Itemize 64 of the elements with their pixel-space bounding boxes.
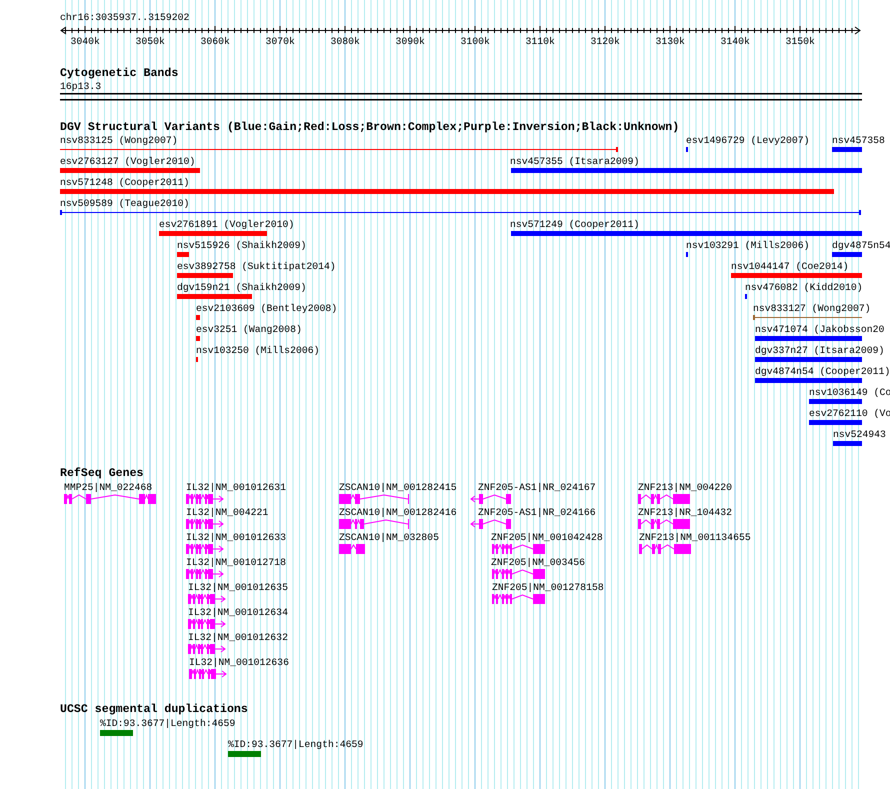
tick-label: 3090k <box>396 36 425 47</box>
tick-label: 3110k <box>526 36 555 47</box>
track-heading: UCSC segmental duplications <box>60 704 248 716</box>
track-heading: Cytogenetic Bands <box>60 68 178 80</box>
feature-label: nsv515926 (Shaikh2009) <box>177 240 306 251</box>
feature-label: %ID:93.3677|Length:4659 <box>228 739 364 750</box>
feature-label: dgv4875n54 <box>832 240 890 251</box>
feature-label: esv3892758 (Suktitipat2014) <box>177 261 336 272</box>
feature-label: esv1496729 (Levy2007) <box>686 135 810 146</box>
feature-label: nsv509589 (Teague2010) <box>60 198 190 209</box>
track-heading: RefSeq Genes <box>60 468 144 480</box>
feature-label: MMP25|NM_022468 <box>64 482 152 493</box>
feature-label: ZSCAN10|NM_001282416 <box>339 507 457 518</box>
feature-label: nsv524943 <box>833 429 886 440</box>
feature-label: IL32|NM_001012635 <box>188 582 288 593</box>
tick-label: 3080k <box>330 36 360 47</box>
tick-label: 3100k <box>460 36 490 47</box>
feature-label: dgv159n21 (Shaikh2009) <box>177 282 306 293</box>
tick-label: 3130k <box>656 36 685 47</box>
feature-label: nsv457355 (Itsara2009) <box>510 156 640 167</box>
feature-label: nsv833127 (Wong2007) <box>753 303 871 314</box>
feature-label: ZNF205-AS1|NR_024167 <box>478 482 596 493</box>
feature-label: IL32|NM_004221 <box>186 507 268 518</box>
feature-label: nsv476082 (Kidd2010) <box>745 282 863 293</box>
feature-label: IL32|NM_001012632 <box>188 632 288 643</box>
tick-label: 3120k <box>590 36 620 47</box>
feature-label: nsv833125 (Wong2007) <box>60 135 178 146</box>
band-label: 16p13.3 <box>60 81 102 92</box>
feature-label: esv2761891 (Vogler2010) <box>159 219 294 230</box>
feature-label: ZSCAN10|NM_001282415 <box>339 482 457 493</box>
feature-label: nsv1044147 (Coe2014) <box>731 261 849 272</box>
tick-label: 3050k <box>136 36 165 47</box>
feature-label: nsv103250 (Mills2006) <box>196 345 320 356</box>
tick-label: 3070k <box>266 36 295 47</box>
tick-label: 3040k <box>70 36 100 47</box>
feature-label: IL32|NM_001012718 <box>186 557 286 568</box>
feature-label: IL32|NM_001012633 <box>186 532 286 543</box>
feature-label: ZNF205|NM_001042428 <box>491 532 603 543</box>
feature-label: IL32|NM_001012636 <box>189 657 289 668</box>
feature-label: esv3251 (Wang2008) <box>196 324 302 335</box>
feature-label: ZNF213|NR_104432 <box>638 507 732 518</box>
feature-label: nsv571249 (Cooper2011) <box>510 219 640 230</box>
feature-label: nsv457358 <box>832 135 885 146</box>
feature-label: %ID:93.3677|Length:4659 <box>100 718 236 729</box>
feature-label: dgv337n27 (Itsara2009) <box>755 345 884 356</box>
feature-label: IL32|NM_001012631 <box>186 482 286 493</box>
feature-label: ZNF213|NM_001134655 <box>639 532 751 543</box>
tick-label: 3140k <box>720 36 750 47</box>
feature-label: nsv571248 (Cooper2011) <box>60 177 190 188</box>
track-heading: DGV Structural Variants (Blue:Gain;Red:Loss;Brown:Complex;Purple:Inversion;Black:Unknown) <box>60 122 680 134</box>
feature-label: ZNF205|NM_001278158 <box>492 582 604 593</box>
feature-label: ZNF213|NM_004220 <box>638 482 732 493</box>
feature-label: IL32|NM_001012634 <box>188 607 288 618</box>
tick-label: 3150k <box>786 36 815 47</box>
position-label: chr16:3035937..3159202 <box>60 12 190 23</box>
feature-label: esv2103609 (Bentley2008) <box>196 303 338 314</box>
feature-label: nsv103291 (Mills2006) <box>686 240 810 251</box>
feature-label: ZSCAN10|NM_032805 <box>339 532 439 543</box>
feature-label: nsv471074 (Jakobsson20 <box>755 324 884 335</box>
feature-label: ZNF205|NM_003456 <box>491 557 586 568</box>
feature-label: dgv4874n54 (Cooper2011) <box>755 366 890 377</box>
tick-label: 3060k <box>200 36 230 47</box>
feature-label: ZNF205-AS1|NR_024166 <box>478 507 596 518</box>
feature-label: esv2763127 (Vogler2010) <box>60 156 196 167</box>
